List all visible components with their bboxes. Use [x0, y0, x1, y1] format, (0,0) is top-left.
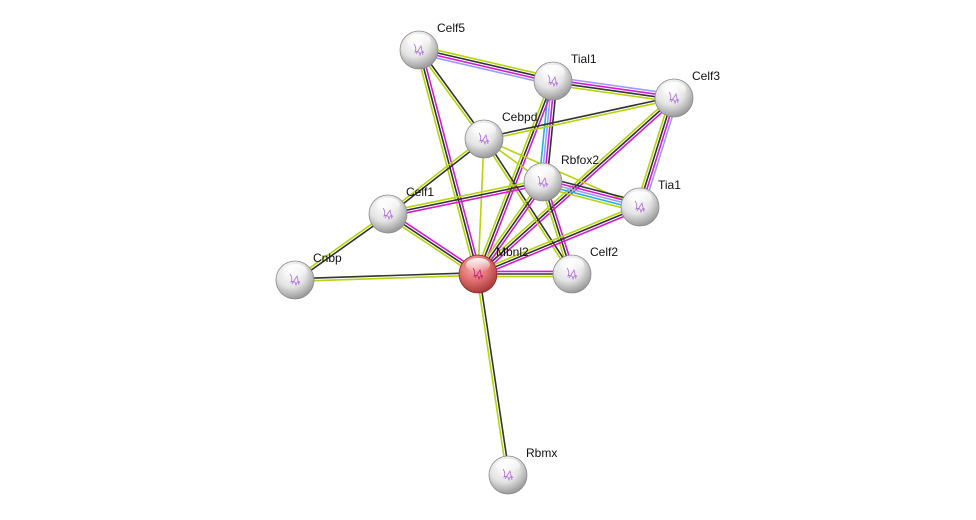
node-label: Rbmx [526, 446, 557, 460]
edge-tial1-mbnl2[interactable] [474, 79, 557, 276]
node-label: Tia1 [658, 178, 681, 192]
node-cebpd[interactable]: Cebpd [464, 110, 537, 159]
node-label: Celf1 [406, 185, 434, 199]
edge-celf5-tial1[interactable] [417, 45, 555, 86]
protein-structure-icon [537, 175, 549, 189]
protein-structure-icon [634, 200, 646, 214]
node-label: Tial1 [571, 52, 597, 66]
node-highlight [560, 258, 584, 272]
edge-evidence-line [479, 81, 557, 276]
node-tia1[interactable]: Tia1 [620, 178, 681, 227]
edge-evidence-line [635, 96, 672, 207]
edge-evidence-line [477, 138, 485, 275]
edge-evidence-line [475, 274, 508, 476]
edge-tial1-celf3[interactable] [552, 76, 675, 103]
node-highlight [496, 459, 520, 473]
edge-evidence-line [418, 49, 479, 275]
edge-cnbp-mbnl2[interactable] [294, 271, 479, 283]
edge-evidence-line [388, 139, 486, 216]
edge-evidence-line [477, 206, 641, 275]
edge-evidence-line [420, 49, 482, 274]
protein-structure-icon [382, 207, 394, 221]
node-mbnl2[interactable]: Mbnl2 [458, 245, 529, 294]
edge-mbnl2-rbmx[interactable] [475, 273, 511, 476]
node-celf1[interactable]: Celf1 [368, 185, 434, 234]
edge-evidence-line [387, 181, 544, 215]
node-highlight [531, 166, 555, 180]
node-highlight [662, 82, 686, 96]
edge-evidence-line [553, 76, 675, 95]
node-cnbp[interactable]: Cnbp [275, 251, 342, 300]
edge-cebpd-mbnl2[interactable] [477, 138, 485, 275]
edge-evidence-line [477, 80, 554, 275]
protein-structure-icon [413, 43, 425, 57]
edge-evidence-line [642, 98, 679, 209]
node-celf3[interactable]: Celf3 [654, 69, 720, 118]
node-tial1[interactable]: Tial1 [533, 52, 597, 101]
edge-evidence-line [553, 78, 675, 98]
node-label: Mbnl2 [496, 245, 529, 259]
edge-evidence-line [484, 98, 675, 142]
node-label: Cebpd [502, 110, 537, 124]
edge-cebpd-celf1[interactable] [386, 137, 486, 216]
edge-evidence-line [552, 81, 674, 101]
protein-structure-icon [547, 74, 559, 88]
node-label: Celf5 [437, 21, 465, 35]
edge-evidence-line [295, 274, 479, 283]
protein-structure-icon [566, 267, 578, 281]
node-label: Celf2 [590, 245, 618, 259]
node-highlight [283, 264, 307, 278]
edge-evidence-line [419, 45, 555, 78]
edge-evidence-line [478, 273, 511, 475]
edge-evidence-line [415, 50, 477, 275]
edge-evidence-line [483, 95, 674, 139]
edge-evidence-line [294, 271, 478, 280]
node-highlight [541, 65, 565, 79]
edge-evidence-line [387, 178, 543, 213]
protein-structure-icon [502, 468, 514, 482]
protein-structure-icon [289, 273, 301, 287]
edge-evidence-line [552, 84, 674, 103]
node-highlight [407, 34, 431, 48]
edge-evidence-line [417, 53, 553, 86]
protein-structure-icon [668, 91, 680, 105]
node-highlight [628, 191, 652, 205]
edge-evidence-line [476, 203, 640, 273]
edge-rbfox2-celf1[interactable] [387, 178, 544, 218]
node-label: Celf3 [692, 69, 720, 83]
node-highlight [472, 123, 496, 137]
edge-evidence-line [386, 137, 484, 214]
edge-evidence-line [474, 79, 552, 274]
node-celf5[interactable]: Celf5 [399, 21, 465, 70]
protein-structure-icon [472, 267, 484, 281]
edge-evidence-line [477, 97, 675, 275]
edge-evidence-line [388, 183, 544, 218]
edge-celf3-cebpd[interactable] [483, 95, 675, 142]
node-label: Cnbp [313, 251, 342, 265]
edge-evidence-line [419, 47, 554, 81]
node-label: Rbfox2 [561, 153, 599, 167]
edge-celf5-mbnl2[interactable] [415, 49, 482, 275]
node-rbmx[interactable]: Rbmx [488, 446, 557, 495]
edge-evidence-line [478, 208, 642, 278]
edge-evidence-line [418, 50, 553, 84]
protein-structure-icon [478, 132, 490, 146]
edge-tia1-mbnl2[interactable] [476, 203, 642, 278]
node-celf2[interactable]: Celf2 [552, 245, 618, 294]
node-rbfox2[interactable]: Rbfox2 [523, 153, 599, 202]
node-highlight [466, 258, 490, 272]
node-highlight [376, 198, 400, 212]
edge-evidence-line [482, 139, 572, 276]
nodes-layer: Celf5 Tial1 Celf3 Cebpd Rbfox2 Tia1 Celf… [275, 21, 720, 495]
